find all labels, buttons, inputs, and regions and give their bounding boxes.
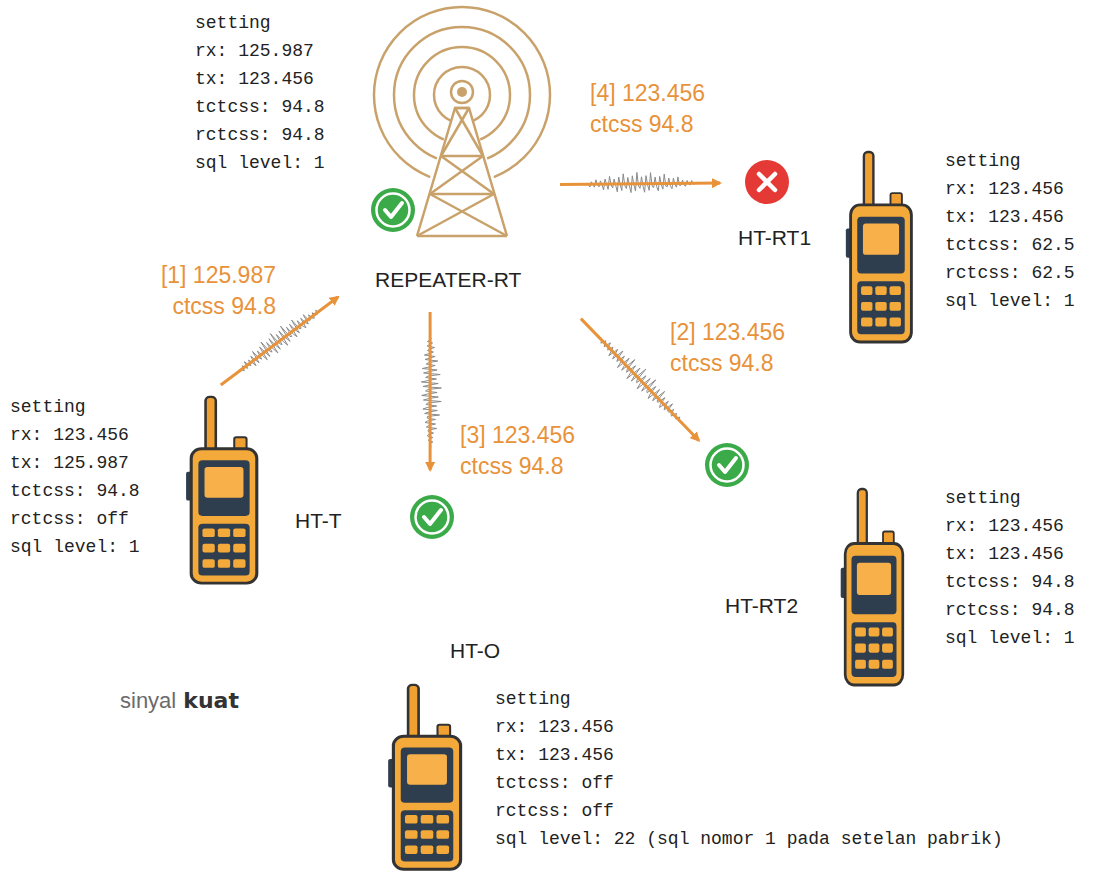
setting-line: rx: 123.456 bbox=[10, 421, 129, 449]
setting-line: rctcss: off bbox=[495, 797, 614, 825]
setting-line: setting bbox=[945, 484, 1021, 512]
setting-line: tx: 123.456 bbox=[195, 65, 314, 93]
caption-bold-word: kuat bbox=[183, 688, 239, 713]
setting-line: rctcss: 94.8 bbox=[945, 596, 1075, 624]
setting-line: rx: 123.456 bbox=[495, 713, 614, 741]
setting-line: sql level: 1 bbox=[945, 287, 1075, 315]
signal-arrow bbox=[429, 312, 432, 470]
setting-line: sql level: 22 (sql nomor 1 pada setelan … bbox=[495, 825, 1003, 853]
setting-line: tctcss: 94.8 bbox=[945, 568, 1075, 596]
edge-label: [3] 123.456 ctcss 94.8 bbox=[460, 420, 598, 482]
device-node: settingrx: 123.456tx: 125.987tctcss: 94.… bbox=[5, 388, 348, 588]
caption-word: sinyal bbox=[120, 688, 176, 714]
setting-line: tx: 125.987 bbox=[10, 449, 129, 477]
setting-line: tctcss: off bbox=[495, 769, 614, 797]
setting-line: rctcss: 62.5 bbox=[945, 259, 1075, 287]
device-name: REPEATER-RT bbox=[375, 267, 521, 293]
setting-line: setting bbox=[10, 393, 86, 421]
setting-line: sql level: 1 bbox=[195, 149, 325, 177]
check-icon bbox=[410, 495, 454, 539]
radio-icon bbox=[846, 152, 912, 342]
radio-icon bbox=[388, 685, 460, 869]
setting-line: sql level: 1 bbox=[945, 624, 1075, 652]
device-node: settingrx: 123.456tx: 123.456tctcss: 94.… bbox=[715, 480, 1108, 690]
device-node: settingrx: 125.987tx: 123.456tctcss: 94.… bbox=[190, 5, 560, 297]
device-name: HT-RT2 bbox=[725, 593, 798, 619]
device-node: HT-O settingrx: 123.456tx: 123.456tctcss:… bbox=[380, 635, 1108, 873]
fail-icon bbox=[745, 160, 789, 204]
edge-label: [2] 123.456 ctcss 94.8 bbox=[670, 317, 808, 379]
setting-line: tx: 123.456 bbox=[945, 540, 1064, 568]
check-icon bbox=[371, 188, 415, 232]
setting-line: rx: 123.456 bbox=[945, 175, 1064, 203]
device-name: HT-RT1 bbox=[738, 225, 811, 251]
setting-line: setting bbox=[195, 9, 271, 37]
edge-label: [1] 125.987 ctcss 94.8 bbox=[138, 260, 276, 322]
setting-line: tx: 123.456 bbox=[495, 741, 614, 769]
edge-label: [4] 123.456 ctcss 94.8 bbox=[590, 78, 728, 140]
setting-line: tx: 123.456 bbox=[945, 203, 1064, 231]
setting-line: rx: 125.987 bbox=[195, 37, 314, 65]
setting-line: rx: 123.456 bbox=[945, 512, 1064, 540]
setting-line: setting bbox=[495, 685, 571, 713]
device-name: HT-O bbox=[450, 638, 500, 664]
device-name: HT-T bbox=[295, 508, 342, 534]
radio-icon bbox=[841, 489, 903, 685]
setting-line: rctcss: off bbox=[10, 505, 129, 533]
device-node: settingrx: 123.456tx: 123.456tctcss: 62.… bbox=[735, 145, 1108, 350]
check-icon bbox=[705, 443, 749, 487]
setting-line: rctcss: 94.8 bbox=[195, 121, 325, 149]
radio-icon bbox=[186, 397, 257, 583]
setting-line: tctcss: 94.8 bbox=[10, 477, 140, 505]
setting-line: setting bbox=[945, 147, 1021, 175]
setting-line: sql level: 1 bbox=[10, 533, 140, 561]
setting-line: tctcss: 62.5 bbox=[945, 231, 1075, 259]
signal-arrow bbox=[560, 183, 720, 185]
setting-line: tctcss: 94.8 bbox=[195, 93, 325, 121]
